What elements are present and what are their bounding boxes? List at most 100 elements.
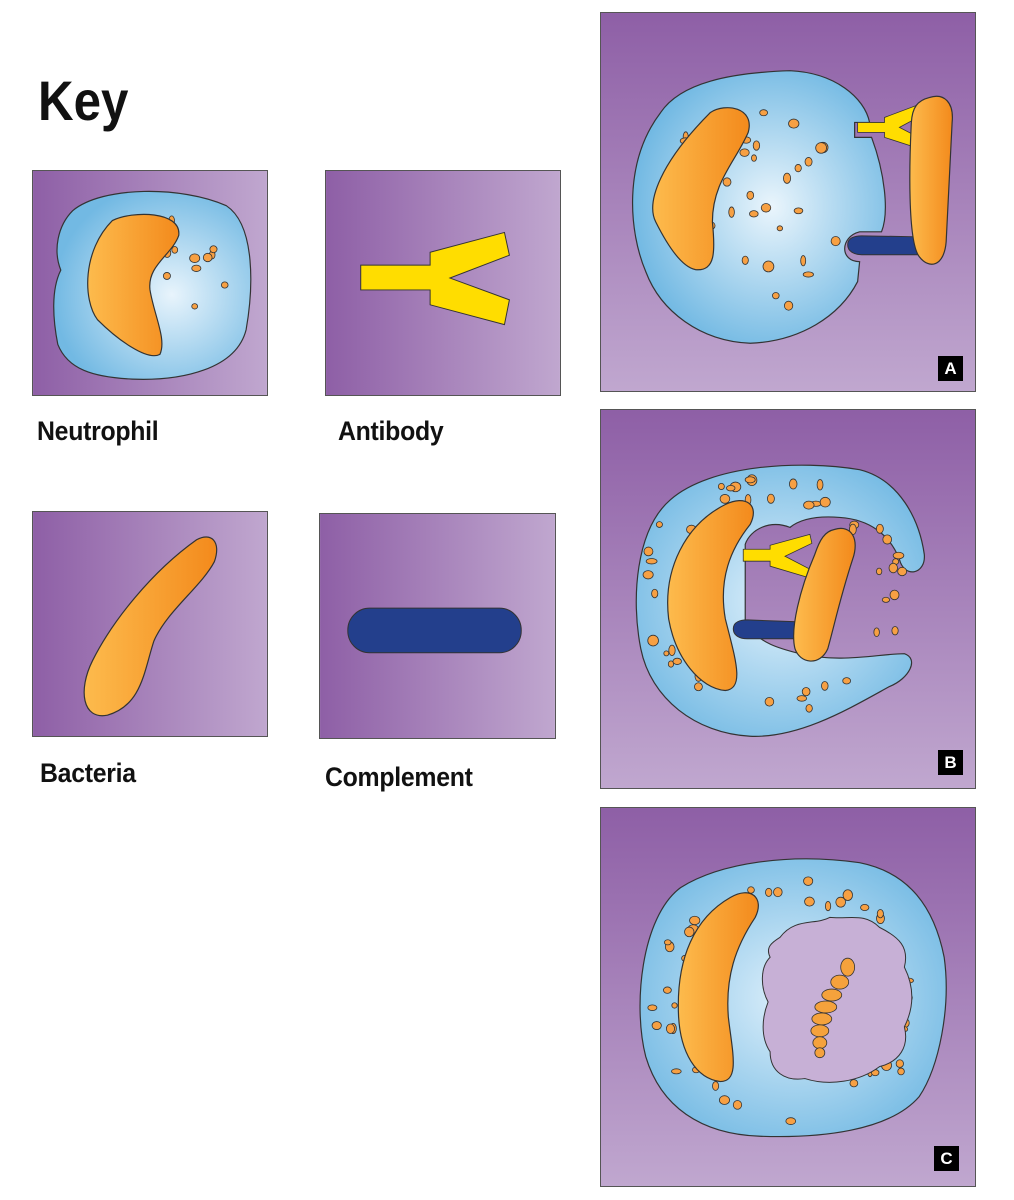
bacteria-illustration <box>33 512 267 736</box>
granule <box>667 660 675 668</box>
stage-c-panel: C <box>600 807 976 1187</box>
granule <box>189 253 201 263</box>
granule <box>759 109 768 117</box>
key-title: Key <box>38 69 129 132</box>
granule <box>875 523 884 534</box>
stage-a-letter: A <box>938 356 963 381</box>
antibody-shape <box>360 231 510 326</box>
granule <box>767 493 775 504</box>
granule <box>835 896 846 908</box>
granule <box>821 681 829 691</box>
granule <box>221 281 229 289</box>
bacterium <box>909 95 953 265</box>
granule <box>645 558 658 565</box>
antibody-illustration <box>326 171 560 395</box>
granule <box>805 704 813 713</box>
granule <box>881 596 890 603</box>
granule <box>718 1095 730 1105</box>
granule <box>765 887 773 897</box>
granule <box>647 1004 658 1011</box>
granule <box>882 534 892 545</box>
complement-shape <box>347 607 522 654</box>
complement <box>732 619 801 640</box>
granule <box>876 567 883 576</box>
granule <box>876 909 884 919</box>
granule <box>788 118 800 129</box>
granule <box>776 225 783 232</box>
stage-c-letter: C <box>934 1146 959 1171</box>
nucleus <box>667 500 754 692</box>
granule <box>162 272 171 280</box>
granule <box>897 566 907 577</box>
granule <box>789 478 798 490</box>
granule <box>860 903 870 912</box>
granule <box>663 939 672 946</box>
granule <box>785 1117 797 1125</box>
granule <box>712 1081 720 1091</box>
complement-illustration <box>320 514 555 738</box>
granule <box>802 271 814 278</box>
granule <box>784 300 794 311</box>
granule <box>739 148 750 157</box>
stage-c-illustration <box>601 808 975 1186</box>
granule <box>722 177 732 187</box>
granule <box>663 650 670 657</box>
granule <box>762 260 775 273</box>
granule <box>824 901 832 912</box>
bacterium <box>793 527 856 662</box>
granule <box>719 494 731 504</box>
granule <box>760 203 772 213</box>
granule <box>794 164 802 173</box>
neutrophil-key-panel <box>32 170 268 396</box>
nucleus <box>87 213 180 357</box>
granule <box>895 1059 904 1068</box>
granule <box>647 634 659 647</box>
bacteria-label: Bacteria <box>40 758 136 788</box>
granule <box>191 264 202 272</box>
granule <box>717 482 725 490</box>
granule <box>751 154 757 162</box>
granule <box>747 886 755 894</box>
granules <box>642 474 907 713</box>
stage-b-illustration <box>601 410 975 788</box>
bacteria-key-panel <box>32 511 268 737</box>
granule <box>783 172 792 184</box>
bacterium <box>83 536 218 717</box>
complement-key-panel <box>319 513 556 739</box>
granule <box>849 1079 859 1088</box>
granule <box>668 644 676 657</box>
granule <box>666 1023 675 1034</box>
granule <box>800 255 807 267</box>
granule <box>819 496 831 508</box>
granule <box>171 246 179 254</box>
nucleus <box>677 892 759 1083</box>
granule <box>749 210 759 218</box>
granule <box>764 696 775 707</box>
granule <box>842 889 853 901</box>
granule <box>694 682 703 692</box>
granule <box>816 479 824 491</box>
granule <box>772 292 780 300</box>
granule <box>663 986 672 994</box>
antibody-key-panel <box>325 170 561 396</box>
granule <box>892 551 905 560</box>
granule <box>889 589 900 601</box>
granule <box>842 677 851 685</box>
granule <box>671 1068 682 1075</box>
granule <box>830 236 841 247</box>
granule <box>744 476 756 484</box>
granule <box>804 157 813 167</box>
granule <box>209 245 218 254</box>
complement <box>847 235 918 256</box>
stage-a-illustration <box>601 13 975 391</box>
granule <box>741 255 749 265</box>
granule <box>732 1100 743 1110</box>
granule <box>651 588 659 599</box>
granule <box>873 627 880 637</box>
granule <box>689 915 701 926</box>
granule <box>202 252 213 263</box>
granule <box>643 546 654 557</box>
granule <box>803 876 814 886</box>
granule <box>804 896 815 907</box>
